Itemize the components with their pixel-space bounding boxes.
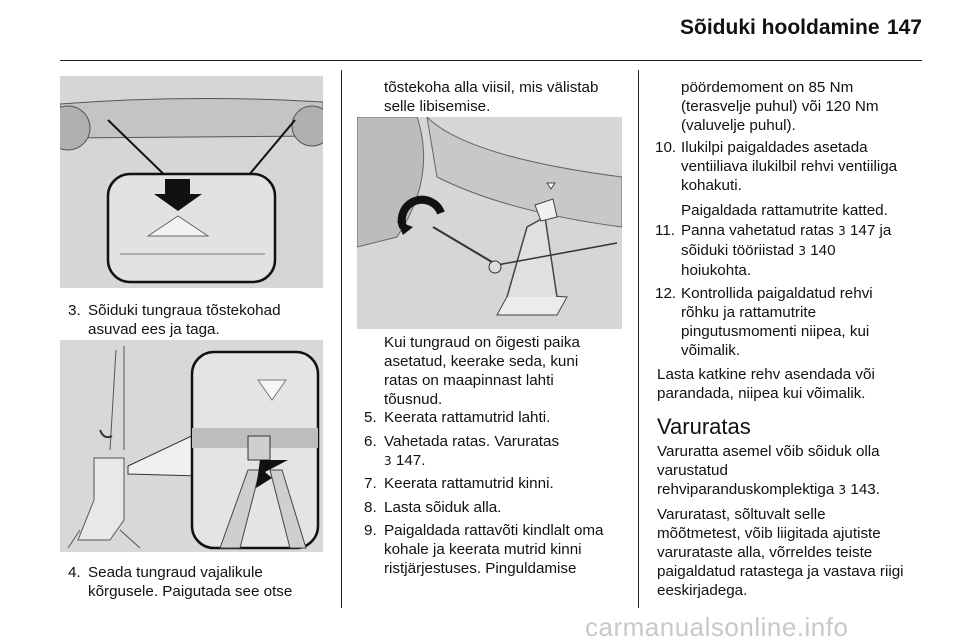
paragraph: Varuratta asemel võib sõiduk olla varust… — [657, 442, 927, 500]
text-line: ratas on maapinnast lahti — [384, 372, 554, 389]
page-ref-icon: 3 — [384, 454, 392, 468]
page-header-title: Sõiduki hooldamine — [680, 16, 880, 39]
step-number: 11. — [655, 222, 675, 239]
column-divider-1 — [341, 70, 342, 608]
step-ref-line: 3 147. — [384, 451, 559, 471]
text-line: pöördemoment on 85 Nm — [681, 79, 854, 96]
step-text: Ilukilpi paigaldades asetada — [681, 139, 868, 156]
step-text: Keerata rattamutrid kinni. — [384, 475, 554, 492]
page-ref-icon: 3 — [798, 244, 806, 258]
step-text-line: sõiduki tööriistad 3 140 — [681, 241, 891, 261]
figure-jack-placement — [60, 340, 323, 552]
step-text: rõhku ja rattamutrite — [681, 304, 817, 321]
text-line: varurataste alla, võrreldes teiste — [657, 544, 873, 561]
text-line: tõusnud. — [384, 391, 443, 408]
text-line: varustatud — [657, 462, 728, 479]
text-line: mõõtmetest, võib liigitada ajutiste — [657, 525, 881, 542]
step-text: ventiiliava ilukilbil rehvi ventiiliga — [681, 158, 898, 175]
text-line: Lasta katkine rehv asendada või — [657, 366, 875, 383]
text-line: (terasvelje puhul) või 120 Nm — [681, 98, 879, 115]
step-number: 7. — [364, 475, 377, 492]
step-number: 5. — [364, 409, 377, 426]
step-text-line: Panna vahetatud ratas 3 147 ja — [681, 221, 891, 241]
text-line: Kui tungraud on õigesti paika — [384, 334, 580, 351]
page-ref-icon: 3 — [838, 224, 846, 238]
step-text: Vahetada ratas. Varuratas — [384, 433, 560, 450]
text-line: Varuratast, sõltuvalt selle — [657, 506, 826, 523]
step-number: 3. — [68, 302, 81, 319]
column-divider-2 — [638, 70, 639, 608]
text-span: rehviparanduskomplektiga — [657, 481, 835, 498]
header-divider — [60, 60, 922, 61]
step-number: 4. — [68, 564, 81, 581]
page-ref-icon: 3 — [838, 483, 847, 497]
text-line: rehviparanduskomplektiga 3 143. — [657, 480, 927, 500]
page-number: 147 — [886, 16, 922, 39]
step-text: asuvad ees ja taga. — [88, 321, 220, 338]
step-text: Paigaldada rattavõti kindlalt oma — [384, 522, 604, 539]
text-line: Varuratta asemel võib sõiduk olla — [657, 443, 880, 460]
text-line: parandada, niipea kui võimalik. — [657, 385, 866, 402]
step-text: Sõiduki tungraua tõstekohad — [88, 302, 281, 319]
figure-jack-crank — [357, 117, 622, 329]
continued-text: pöördemoment on 85 Nm (terasvelje puhul)… — [681, 78, 921, 135]
page-ref-link[interactable]: 143. — [850, 481, 880, 498]
page-ref-link[interactable]: 140 — [810, 242, 836, 259]
step-text: Seada tungraud vajalikule — [88, 564, 263, 581]
step-text: Paigaldada rattamutrite katted. — [681, 202, 888, 219]
continued-text: tõstekoha alla viisil, mis välistab sell… — [384, 78, 634, 116]
step-text: sõiduki tööriistad — [681, 242, 795, 259]
step-number: 8. — [364, 499, 377, 516]
figure-caption: Kui tungraud on õigesti paika asetatud, … — [384, 333, 634, 409]
step-text: hoiukohta. — [681, 262, 752, 279]
page-ref-link[interactable]: 147 ja — [849, 222, 892, 239]
step-number: 12. — [655, 285, 677, 302]
section-title: Varuratas — [657, 414, 751, 439]
step-number: 9. — [364, 522, 377, 539]
step-number: 10. — [655, 139, 677, 156]
page-ref-link[interactable]: 147. — [395, 452, 426, 469]
step-text: kohakuti. — [681, 177, 742, 194]
text-line: eeskirjadega. — [657, 582, 748, 599]
step-number: 6. — [364, 433, 377, 450]
paragraph: Varuratast, sõltuvalt selle mõõtmetest, … — [657, 505, 929, 600]
step-text: ristjärjestuses. Pinguldamise — [384, 560, 577, 577]
step-text: kohale ja keerata mutrid kinni — [384, 541, 582, 558]
step-text: Keerata rattamutrid lahti. — [384, 409, 551, 426]
text-line: (valuvelje puhul). — [681, 117, 796, 134]
step-text: kõrgusele. Paigutada see otse — [88, 583, 293, 600]
text-line: asetatud, keerake seda, kuni — [384, 353, 579, 370]
step-text: Lasta sõiduk alla. — [384, 499, 502, 516]
watermark: carmanualsonline.info — [585, 612, 849, 642]
step-text: pingutusmomenti niipea, kui — [681, 323, 870, 340]
step-text: Kontrollida paigaldatud rehvi — [681, 285, 873, 302]
step-text: võimalik. — [681, 342, 741, 359]
paragraph: Lasta katkine rehv asendada või parandad… — [657, 365, 927, 403]
text-line: tõstekoha alla viisil, mis välistab — [384, 79, 599, 96]
figure-jack-points — [60, 76, 323, 288]
step-text: Panna vahetatud ratas — [681, 222, 834, 239]
text-line: selle libisemise. — [384, 98, 491, 115]
text-line: paigaldatud ratastega ja vastava riigi — [657, 563, 904, 580]
